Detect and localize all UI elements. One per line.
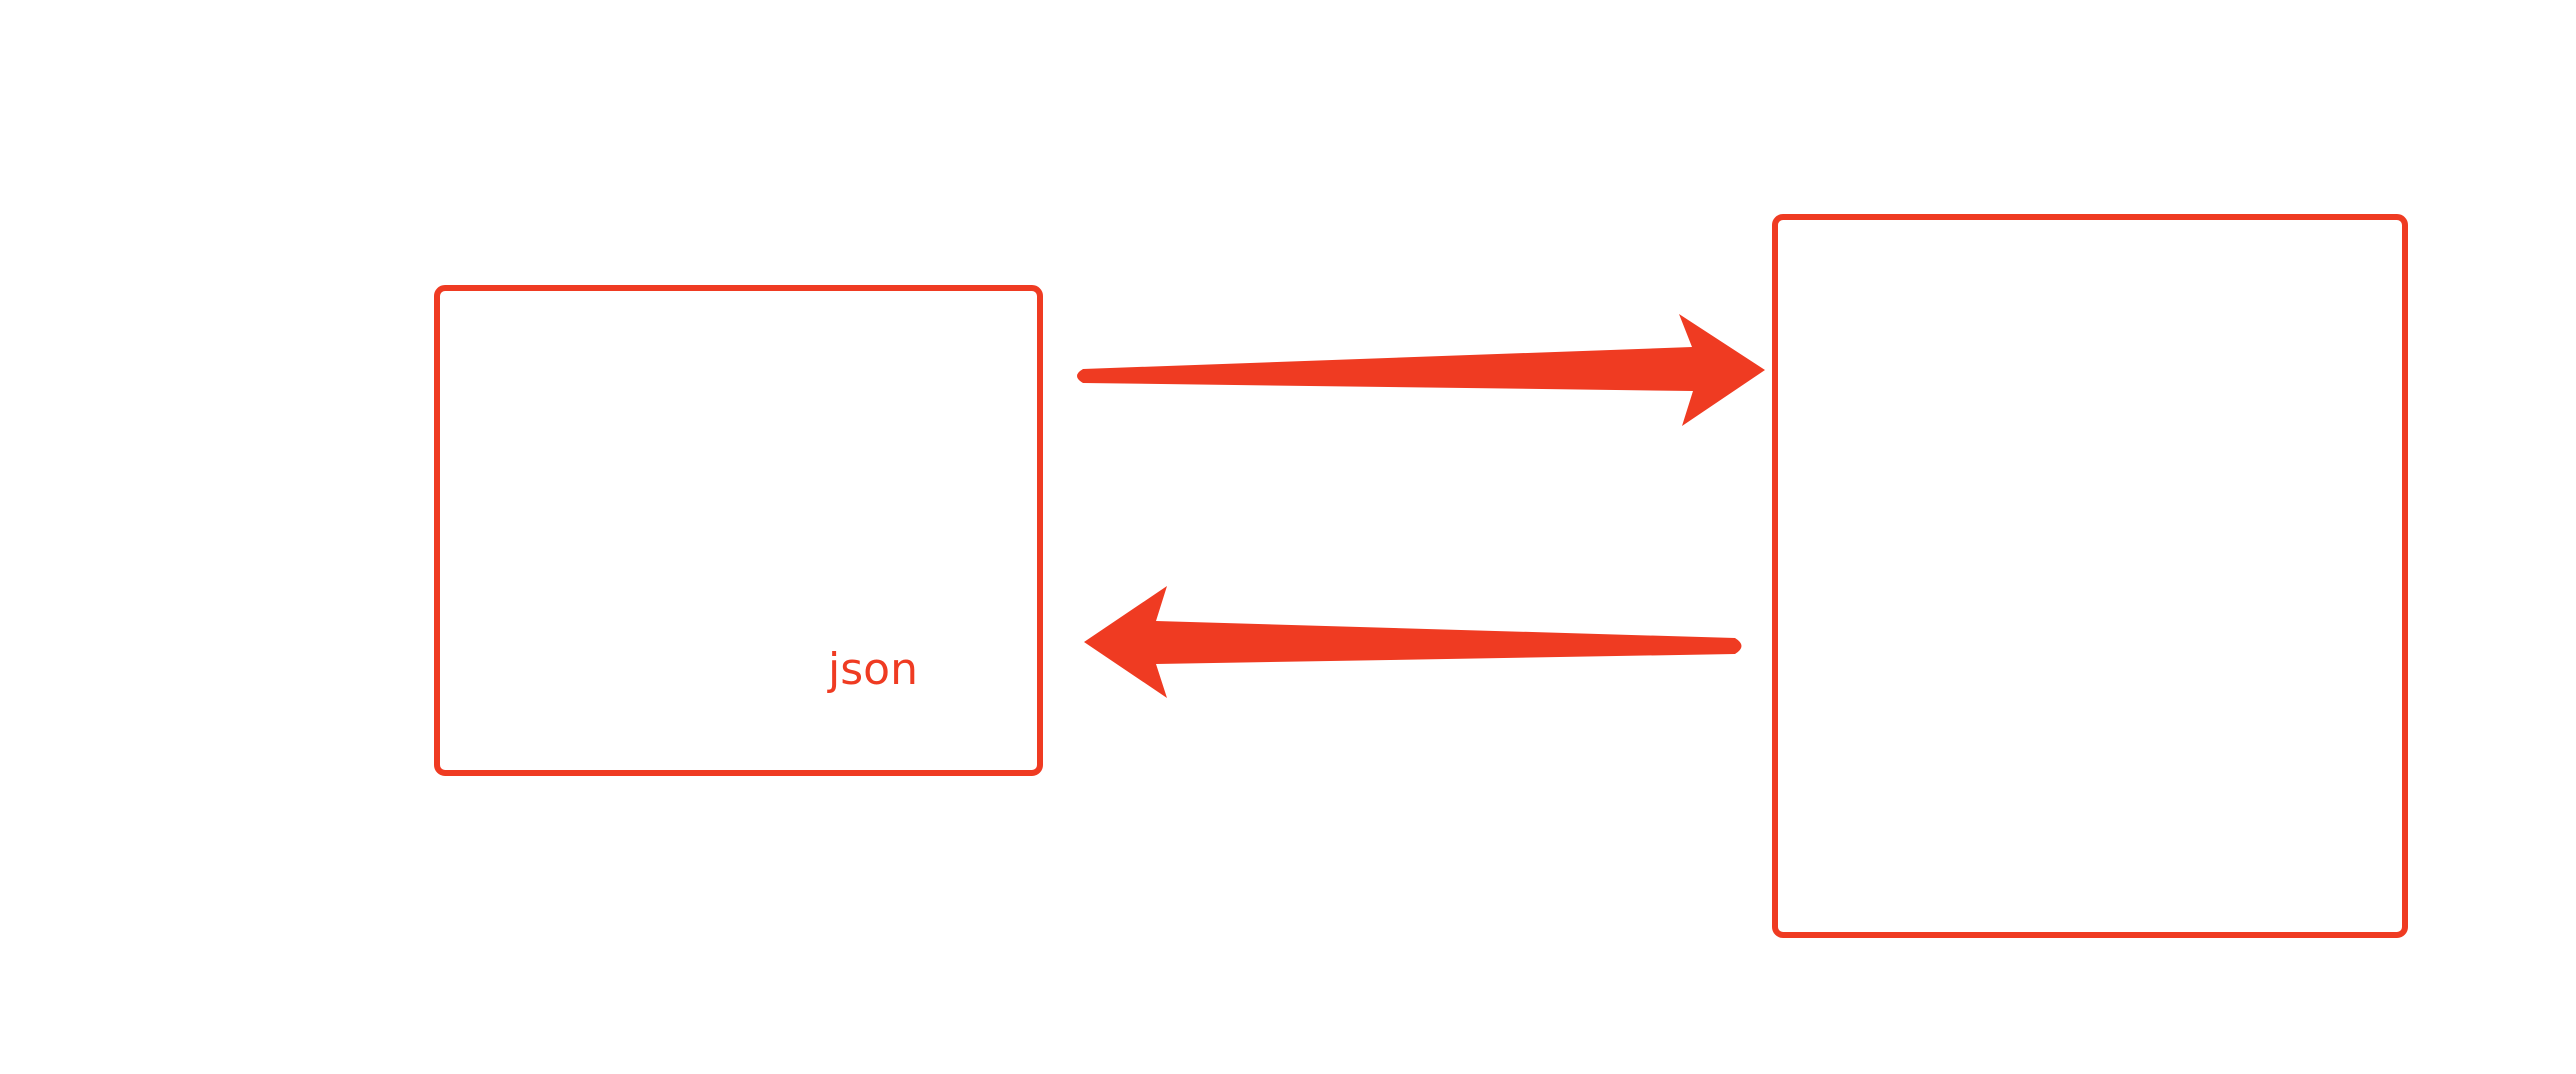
left-box: json [434, 285, 1043, 776]
arrow-right-to-left [1084, 586, 1742, 698]
right-box-outline [1772, 214, 2408, 938]
arrow-left-to-right-shape [1077, 314, 1765, 426]
arrow-left-to-right [1077, 314, 1765, 426]
arrow-right-to-left-shape [1084, 586, 1742, 698]
left-box-label: json [827, 644, 918, 695]
left-box-outline [434, 285, 1043, 776]
right-box [1772, 214, 2408, 938]
